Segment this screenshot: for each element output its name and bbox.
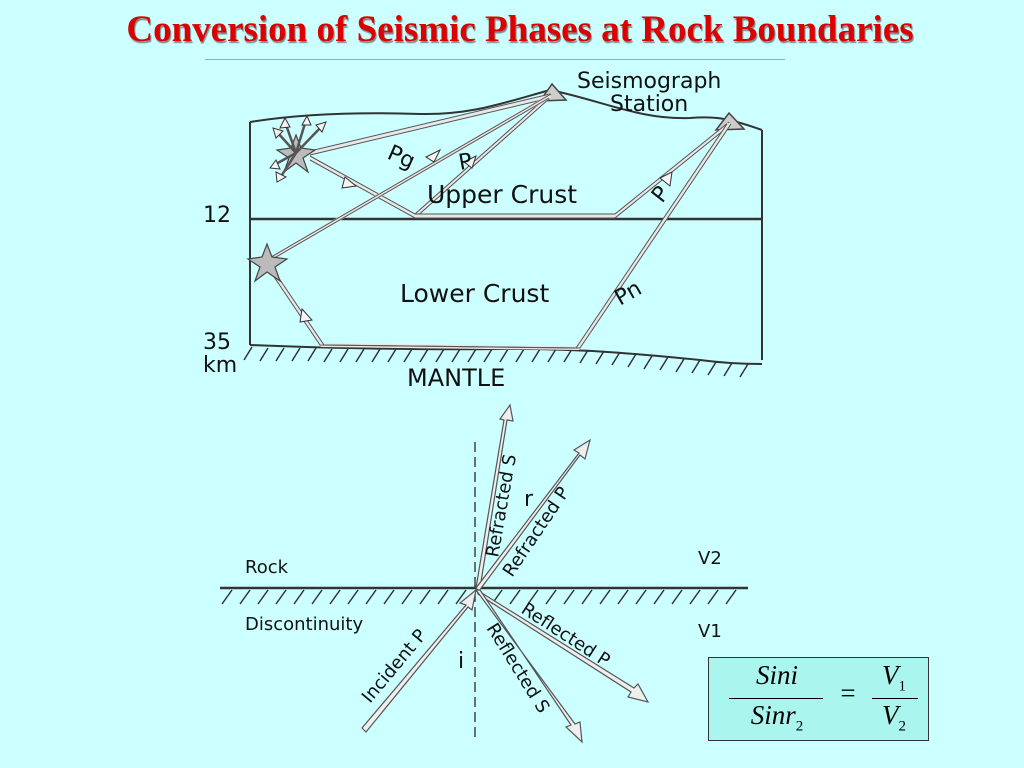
seismograph-station-2-icon (714, 111, 746, 131)
title-divider (205, 59, 785, 60)
ray-p-label-2: P (647, 182, 675, 208)
lower-focus-icon (246, 242, 289, 283)
station-label-1: Seismograph (577, 69, 721, 94)
snell-formula-box: Sini Sinr2 = V1 V2 (708, 657, 929, 741)
incident-p-arrow (361, 588, 477, 733)
reflected-p-label: Reflected P (517, 599, 613, 672)
ray-pg-label: Pg (384, 141, 419, 175)
reflected-s-arrow (474, 589, 583, 744)
v1-label: V1 (698, 621, 722, 642)
ground-surface (249, 88, 763, 131)
depth-unit-label: km (203, 353, 237, 378)
upper-crust-label: Upper Crust (427, 180, 577, 209)
slide-title: Conversion of Seismic Phases at Rock Bou… (126, 9, 914, 50)
ray-pn (268, 122, 731, 351)
lower-crust-label: Lower Crust (400, 279, 549, 308)
discontinuity-label: Discontinuity (245, 614, 363, 635)
fraction-bar-right (872, 698, 918, 699)
v2-label: V2 (698, 548, 722, 569)
formula-equals: = (840, 678, 856, 708)
rock-label: Rock (245, 557, 289, 578)
ray-p-label-1: P (457, 149, 474, 176)
ray-p-refracted (415, 122, 731, 218)
depth-12-label: 12 (203, 203, 231, 228)
angle-r-label: r (524, 487, 534, 512)
formula-numerator-right: V1 (882, 660, 906, 695)
formula-denominator-left: Sinr2 (750, 700, 804, 735)
depth-35-label: 35 (203, 330, 231, 355)
refracted-p-arrow (475, 438, 591, 592)
mantle-hatching (243, 346, 749, 378)
ray-paths (263, 93, 732, 351)
interface-hatching (221, 589, 737, 605)
reflected-p-arrow (476, 588, 650, 703)
mantle-label: MANTLE (407, 364, 505, 392)
formula-numerator-left: Sini (755, 660, 798, 690)
formula-denominator-right: V2 (882, 700, 906, 735)
refracted-s-arrow (475, 403, 514, 589)
ray-p-lower (263, 94, 552, 264)
upper-focus-icon (269, 114, 327, 183)
angle-i-label: i (458, 649, 464, 674)
station-label-2: Station (610, 92, 688, 117)
fraction-bar-left (729, 698, 823, 699)
ray-pn-label: Pn (611, 276, 647, 311)
ray-pg (309, 94, 551, 155)
